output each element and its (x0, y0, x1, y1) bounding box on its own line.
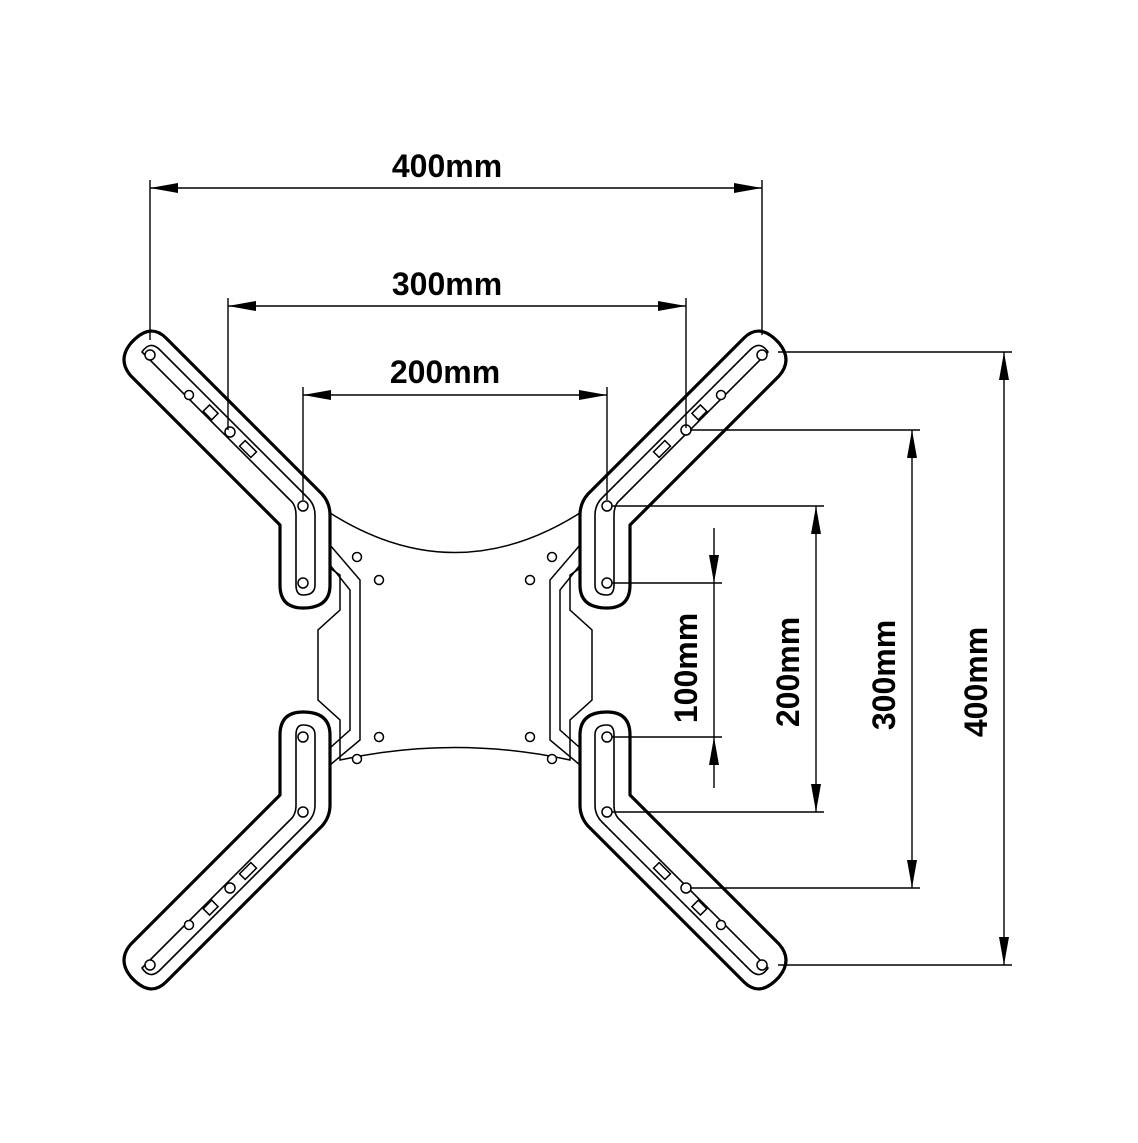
arm-top-left (122, 329, 332, 610)
dim-label-300-vertical: 300mm (866, 620, 902, 730)
arm-top-right (578, 329, 788, 610)
dim-horizontal-200: 200mm (302, 354, 608, 500)
dim-vertical-400: 400mm (778, 351, 1012, 966)
dim-vertical-100: 100mm (612, 528, 722, 788)
dim-vertical-300: 300mm (690, 429, 920, 889)
dim-horizontal-300: 300mm (227, 266, 687, 430)
arm-bottom-right (578, 710, 788, 991)
dim-label-300-horizontal: 300mm (392, 266, 502, 302)
mounting-plate (317, 503, 593, 766)
dim-label-400-vertical: 400mm (958, 627, 994, 737)
dim-label-200-vertical: 200mm (770, 617, 806, 727)
dim-vertical-200: 200mm (612, 505, 824, 813)
dim-horizontal-400: 400mm (149, 148, 763, 340)
dim-label-400-horizontal: 400mm (392, 148, 502, 184)
dim-label-200-horizontal: 200mm (390, 354, 500, 390)
arm-bottom-left (122, 710, 332, 991)
dim-label-100-vertical: 100mm (668, 613, 704, 723)
